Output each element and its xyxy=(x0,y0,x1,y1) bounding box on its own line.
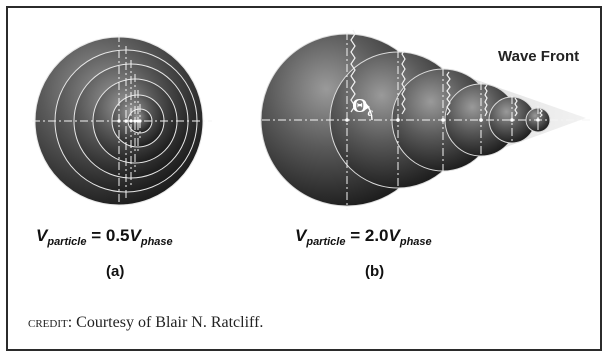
photon-waves xyxy=(350,29,543,118)
diagram-a xyxy=(32,34,212,208)
caption-a: (a) xyxy=(106,263,125,280)
photon-wave-4 xyxy=(484,84,488,117)
emission-points-b xyxy=(345,118,540,122)
emission-points-a xyxy=(117,119,142,123)
photon-wave-5 xyxy=(514,97,518,117)
photon-wave-1 xyxy=(350,29,356,113)
photon-wave-2 xyxy=(401,50,406,115)
theta-c-label: Θc xyxy=(352,95,374,119)
credit-label: credit: xyxy=(28,314,73,331)
diagram-b: Θc xyxy=(260,29,592,210)
credit-text: Courtesy of Blair N. Ratcliff. xyxy=(72,314,264,331)
equation-b: Vparticle = 2.0Vphase xyxy=(295,226,432,248)
photon-wave-6 xyxy=(539,108,543,118)
wave-front-label: Wave Front xyxy=(498,48,580,65)
angle-arrowhead xyxy=(365,104,370,110)
caption-b: (b) xyxy=(365,263,385,280)
photon-wave-3 xyxy=(446,71,451,116)
equation-a: Vparticle = 0.5Vphase xyxy=(36,226,173,248)
credit-line: credit: Courtesy of Blair N. Ratcliff. xyxy=(28,314,263,332)
